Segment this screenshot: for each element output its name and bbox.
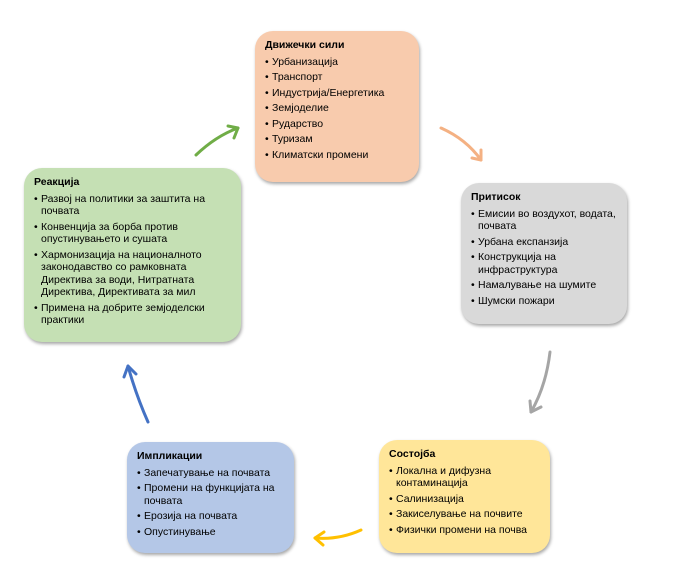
impact-title: Импликации <box>137 450 203 462</box>
drivers-list: Урбанизација Транспорт Индустрија/Енерге… <box>265 56 411 162</box>
list-item: Климатски промени <box>265 149 411 162</box>
list-item: Рударство <box>265 118 411 131</box>
pressure-box: Притисок Емисии во воздухот, водата, поч… <box>461 183 627 324</box>
arrow-pressure-to-state <box>528 350 552 414</box>
list-item: Развој на политики за заштита на почвата <box>34 193 233 218</box>
list-item: Опустинување <box>137 526 286 539</box>
arrow-response-to-drivers <box>194 124 240 157</box>
list-item: Конвенција за борба против опустинувањет… <box>34 221 233 246</box>
response-list: Развој на политики за заштита на почвата… <box>34 193 233 327</box>
list-item: Транспорт <box>265 71 411 84</box>
list-item: Урбанизација <box>265 56 411 69</box>
state-list: Локална и дифузна контаминација Салиниза… <box>389 465 542 537</box>
impact-list: Запечатување на почвата Промени на функц… <box>137 467 286 539</box>
arrow-state-to-impact <box>313 528 363 547</box>
list-item: Примена на добрите земјоделски практики <box>34 302 233 327</box>
arrow-impact-to-response <box>122 364 150 424</box>
pressure-list: Емисии во воздухот, водата, почвата Урба… <box>471 208 619 308</box>
list-item: Туризам <box>265 133 411 146</box>
arrow-drivers-to-pressure <box>439 126 483 162</box>
list-item: Шумски пожари <box>471 295 619 308</box>
list-item: Салинизација <box>389 493 542 506</box>
drivers-box: Движечки сили Урбанизација Транспорт Инд… <box>255 31 419 182</box>
list-item: Намалување на шумите <box>471 279 619 292</box>
response-box: Реакција Развој на политики за заштита н… <box>24 168 241 342</box>
list-item: Хармонизација на националното законодавс… <box>34 249 233 299</box>
state-box: Состојба Локална и дифузна контаминација… <box>379 440 550 553</box>
impact-box: Импликации Запечатување на почвата Проме… <box>127 442 294 553</box>
list-item: Земјоделие <box>265 102 411 115</box>
list-item: Физички промени на почва <box>389 524 542 537</box>
list-item: Урбана експанзија <box>471 236 619 249</box>
list-item: Запечатување на почвата <box>137 467 286 480</box>
list-item: Индустрија/Енергетика <box>265 87 411 100</box>
list-item: Закиселување на почвите <box>389 508 542 521</box>
response-title: Реакција <box>34 176 80 188</box>
list-item: Конструкција на инфраструктура <box>471 251 619 276</box>
list-item: Емисии во воздухот, водата, почвата <box>471 208 619 233</box>
list-item: Промени на функцијата на почвата <box>137 482 286 507</box>
state-title: Состојба <box>389 448 436 460</box>
pressure-title: Притисок <box>471 191 521 203</box>
drivers-title: Движечки сили <box>265 39 345 51</box>
list-item: Локална и дифузна контаминација <box>389 465 542 490</box>
list-item: Ерозија на почвата <box>137 510 286 523</box>
